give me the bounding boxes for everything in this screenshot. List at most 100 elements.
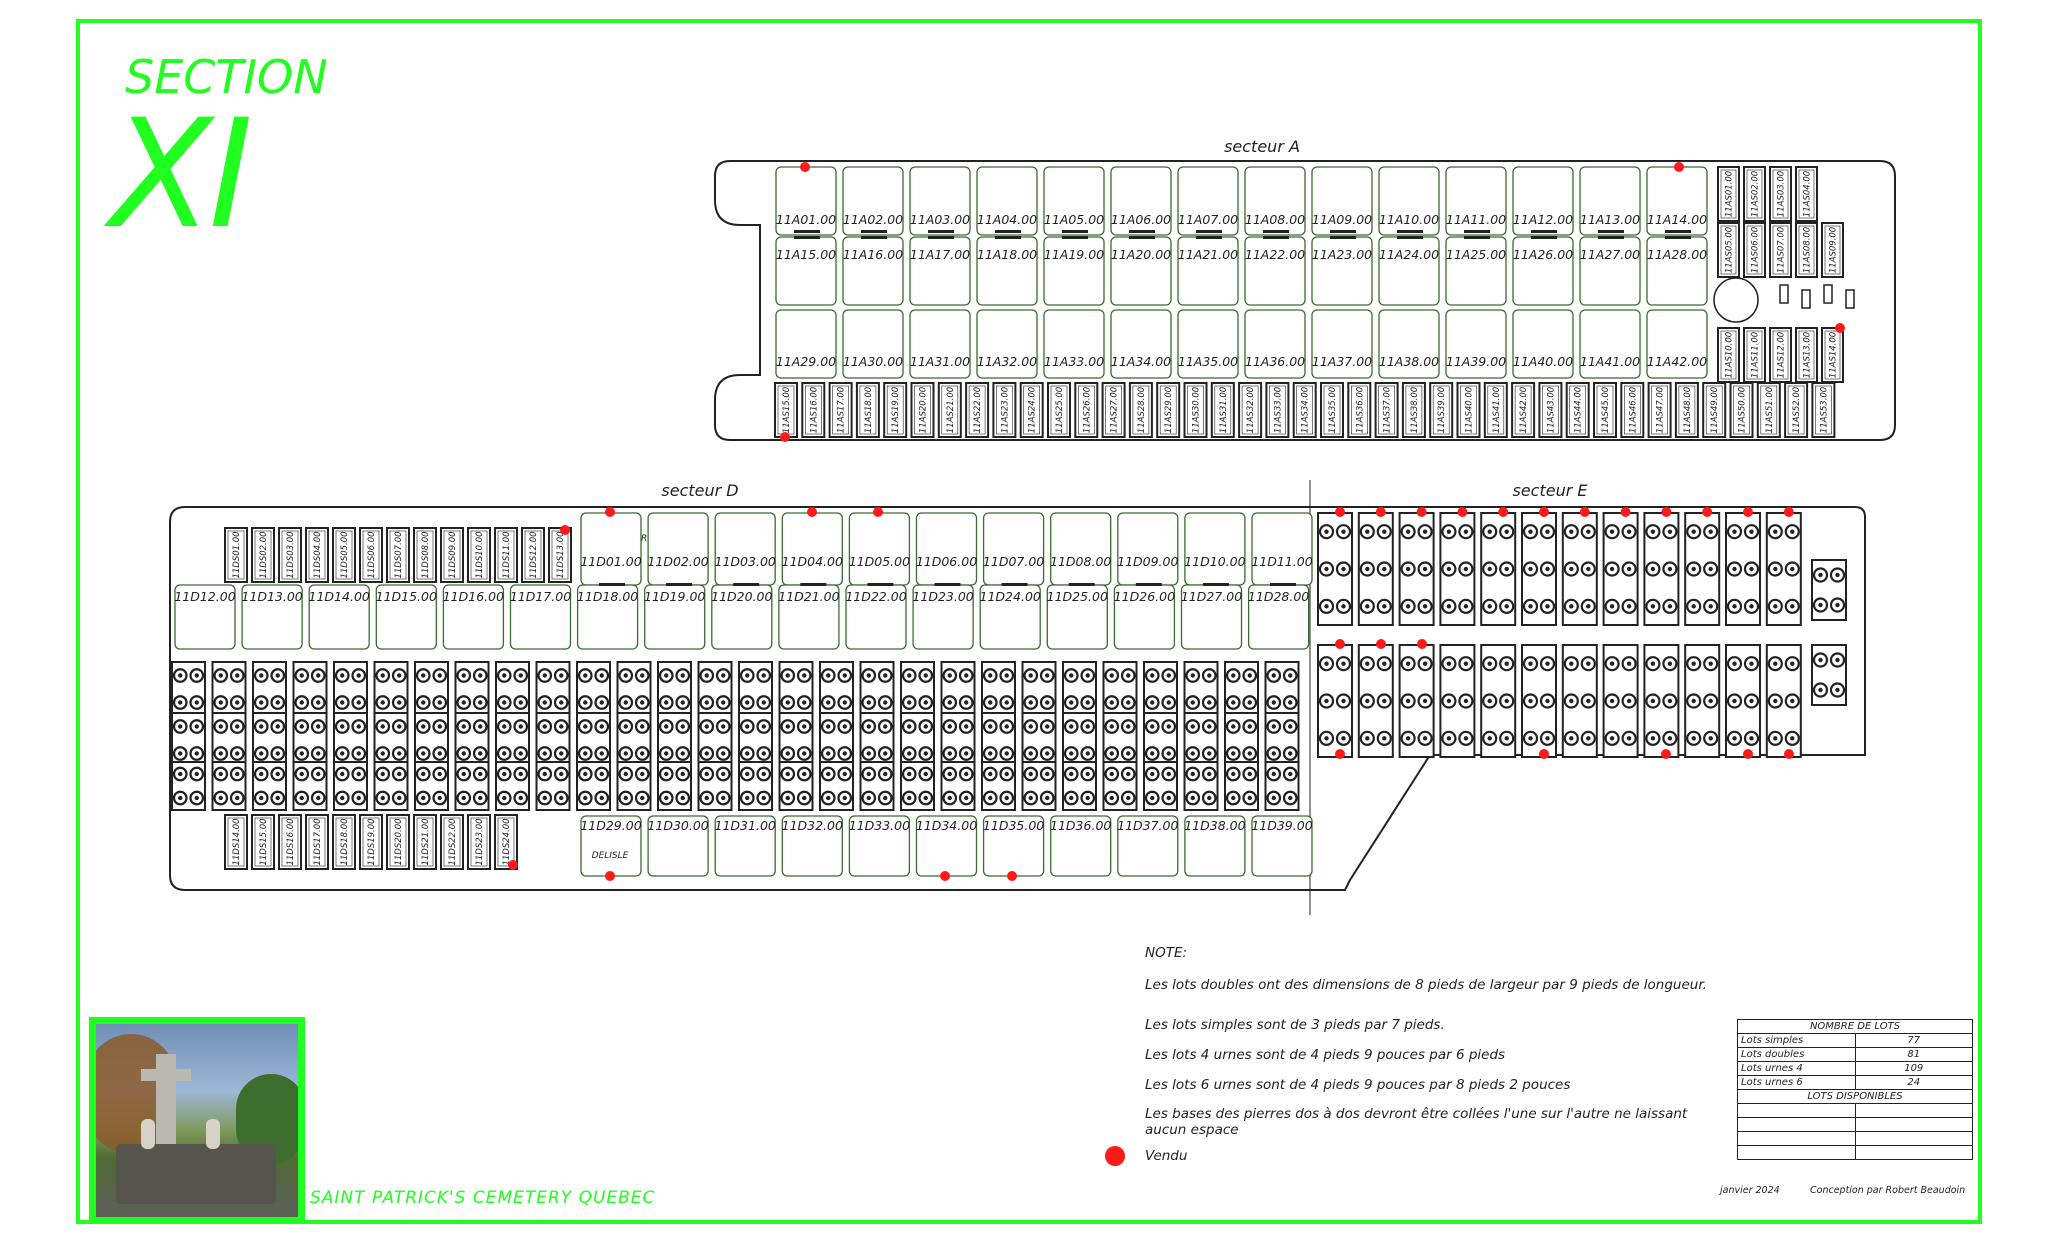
lot-label: 11AS01.00 — [1725, 171, 1735, 217]
lot-label: 11AS26.00 — [1082, 387, 1092, 433]
lot-label: 11A23.00 — [1312, 247, 1372, 262]
lots-row-value: 81 — [1854, 1047, 1973, 1062]
double-lot — [1110, 309, 1172, 379]
lot-label: 11A34.00 — [1111, 354, 1171, 369]
lot-label: 11AS41.00 — [1492, 387, 1502, 433]
single-lot — [1320, 382, 1344, 438]
sector-a-outline — [714, 160, 1896, 441]
sold-marker — [508, 860, 518, 870]
single-lot — [1210, 382, 1235, 438]
note-line: Les lots simples sont de 3 pieds par 7 p… — [1145, 1017, 1445, 1033]
lot-label: 11D39.00 — [1251, 818, 1312, 833]
urn-lot — [1643, 512, 1680, 626]
lot-label: 11D37.00 — [1117, 818, 1178, 833]
single-lot — [1717, 327, 1740, 383]
lot-label: 11AS14.00 — [1829, 332, 1839, 378]
urn-lot — [1357, 512, 1394, 626]
lot-label: 11DS14.00 — [232, 818, 242, 865]
section-number: XI — [110, 88, 253, 262]
monument-circle — [1713, 277, 1759, 323]
single-lot — [224, 814, 248, 870]
lot-label: 11D30.00 — [647, 818, 708, 833]
headstone-bar — [1270, 583, 1296, 586]
lot-label: 11AS50.00 — [1738, 387, 1748, 433]
lot-label: 11A27.00 — [1580, 247, 1640, 262]
urn-lot — [1480, 644, 1517, 758]
lot-label: 11A03.00 — [910, 212, 970, 227]
urn-lot — [1643, 644, 1680, 758]
sold-marker — [807, 507, 817, 517]
sold-marker — [560, 525, 570, 535]
lot-label: 11A36.00 — [1245, 354, 1305, 369]
sold-marker — [1498, 507, 1509, 517]
double-lot — [1512, 309, 1574, 379]
lot-label: 11A06.00 — [1111, 212, 1171, 227]
urn-lot — [171, 761, 206, 811]
lot-label: 11A02.00 — [843, 212, 903, 227]
single-lot — [1292, 382, 1317, 438]
urn-lot — [1264, 761, 1300, 811]
sold-marker — [780, 432, 790, 442]
lot-label: 11A24.00 — [1379, 247, 1439, 262]
double-lot — [174, 584, 236, 650]
single-lot — [1429, 382, 1454, 438]
double-lot — [308, 584, 370, 650]
lot-label: 11D23.00 — [912, 589, 973, 604]
single-lot — [1019, 382, 1044, 438]
lot-label: 11D03.00 — [715, 554, 776, 569]
lot-label: 11A21.00 — [1178, 247, 1238, 262]
headstone-bar — [1202, 583, 1229, 586]
urn-lot — [252, 761, 287, 811]
urn-lot — [1183, 761, 1219, 811]
single-lot — [1795, 222, 1818, 278]
lot-label: 11AS51.00 — [1765, 387, 1775, 433]
lot-label: 11DS13.00 — [556, 531, 566, 578]
lot-label: 11D12.00 — [174, 589, 235, 604]
lot-label: 11AS34.00 — [1301, 387, 1311, 433]
lot-label: 11A42.00 — [1647, 354, 1707, 369]
single-lot — [1795, 327, 1818, 383]
double-lot — [842, 166, 904, 236]
sector-a-label: secteur A — [1224, 137, 1300, 156]
single-lot — [1401, 382, 1426, 438]
double-lot — [647, 815, 709, 877]
double-lot — [1445, 166, 1507, 236]
headstone-bar — [1068, 583, 1095, 586]
lot-label: 11AS03.00 — [1777, 171, 1787, 217]
lot-label: 11A28.00 — [1647, 247, 1707, 262]
single-lot — [1265, 382, 1290, 438]
lot-label: 11DS07.00 — [394, 531, 404, 578]
lot-label: 11AS39.00 — [1437, 387, 1447, 433]
headstone-bar — [1129, 236, 1155, 239]
lot-label: 11D02.00 — [647, 554, 708, 569]
sold-marker — [1539, 749, 1549, 759]
lot-label: 11AS44.00 — [1574, 387, 1584, 433]
double-lot — [580, 512, 642, 586]
single-lot — [1101, 382, 1126, 438]
headstone-bar — [1001, 583, 1028, 586]
double-lot — [1512, 166, 1574, 236]
lot-label: 11DS18.00 — [340, 818, 350, 865]
lot-label: 11AS37.00 — [1383, 387, 1393, 433]
urn-lot — [900, 761, 935, 811]
single-lot — [224, 527, 248, 583]
single-lot — [386, 814, 410, 870]
double-lot — [976, 309, 1038, 379]
headstone-bar — [1531, 236, 1557, 239]
single-lot — [440, 527, 464, 583]
lot-label: 11DS22.00 — [448, 818, 458, 865]
urn-lot — [495, 761, 530, 811]
sold-marker — [1335, 749, 1345, 759]
lot-label: 11AS38.00 — [1410, 387, 1420, 433]
urn-lot — [1765, 512, 1802, 626]
sold-marker — [1702, 507, 1713, 517]
urn-lot — [697, 761, 733, 811]
lots-row-label: Lots doubles — [1737, 1047, 1856, 1062]
lot-label: 11AS22.00 — [973, 387, 983, 433]
urn-lot — [1480, 512, 1517, 626]
double-lot — [375, 584, 437, 650]
single-lot — [1717, 222, 1740, 278]
urn-lot — [981, 761, 1016, 811]
urn-lot — [414, 761, 449, 811]
double-lot — [1184, 512, 1246, 586]
